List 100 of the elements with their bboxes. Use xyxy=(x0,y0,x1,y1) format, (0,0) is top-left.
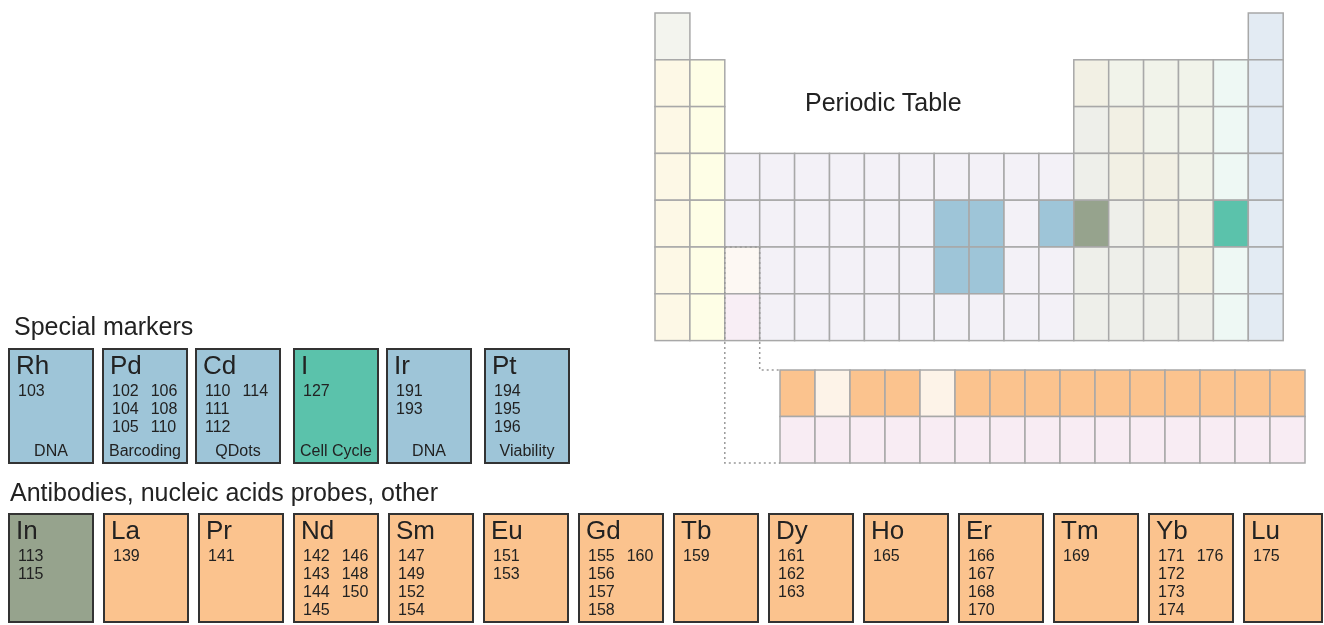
isotope-mass: 142 xyxy=(303,547,330,565)
isotope-mass: 139 xyxy=(113,547,140,565)
isotope-mass: 143 xyxy=(303,565,330,583)
application-label: Viability xyxy=(498,442,556,460)
application-label: QDots xyxy=(214,442,262,460)
element-tile xyxy=(8,348,94,464)
element-symbol: Sm xyxy=(396,515,435,545)
isotope-mass: 196 xyxy=(494,418,521,436)
element-tile xyxy=(195,348,281,464)
isotope-mass: 167 xyxy=(968,565,995,583)
element-symbol: Pd xyxy=(110,350,142,380)
section-heading: Antibodies, nucleic acids probes, other xyxy=(10,478,439,507)
isotope-mass: 176 xyxy=(1196,547,1224,565)
element-symbol: Tb xyxy=(681,515,712,545)
isotope-mass: 170 xyxy=(968,601,995,619)
element-tile xyxy=(578,513,664,623)
isotope-mass: 145 xyxy=(303,601,330,619)
isotope-mass: 171 xyxy=(1158,547,1185,565)
isotope-mass: 166 xyxy=(968,547,995,565)
isotope-mass: 172 xyxy=(1158,565,1185,583)
isotope-mass: 105 xyxy=(112,418,139,436)
isotope-mass: 150 xyxy=(341,583,369,601)
isotope-mass: 165 xyxy=(873,547,900,565)
isotope-mass: 191 xyxy=(396,382,423,400)
element-symbol: Er xyxy=(966,515,992,545)
isotope-mass: 153 xyxy=(493,565,520,583)
element-tile xyxy=(483,513,569,623)
isotope-mass: 174 xyxy=(1158,601,1185,619)
isotope-mass: 114 xyxy=(242,382,269,400)
element-tile xyxy=(293,348,379,464)
isotope-mass: 168 xyxy=(968,583,995,601)
isotope-mass: 110 xyxy=(205,382,231,400)
isotope-mass: 194 xyxy=(494,382,521,400)
table-title: Periodic Table xyxy=(805,88,962,117)
isotope-mass: 161 xyxy=(778,547,805,565)
isotope-mass: 155 xyxy=(588,547,615,565)
isotope-mass: 112 xyxy=(205,418,231,436)
isotope-mass: 149 xyxy=(398,565,425,583)
element-tile xyxy=(863,513,949,623)
isotope-mass: 151 xyxy=(493,547,520,565)
element-tile xyxy=(673,513,759,623)
isotope-mass: 175 xyxy=(1253,547,1280,565)
element-symbol: Rh xyxy=(16,350,50,380)
element-symbol: Pr xyxy=(206,515,232,545)
isotope-mass: 146 xyxy=(341,547,369,565)
isotope-mass: 163 xyxy=(778,583,805,601)
isotope-mass: 158 xyxy=(588,601,615,619)
isotope-mass: 156 xyxy=(588,565,615,583)
isotope-mass: 106 xyxy=(150,382,178,400)
element-symbol: Yb xyxy=(1156,515,1188,545)
isotope-mass: 159 xyxy=(683,547,710,565)
element-tile xyxy=(1148,513,1234,623)
application-label: DNA xyxy=(411,442,447,460)
isotope-mass: 173 xyxy=(1158,583,1185,601)
element-symbol: La xyxy=(111,515,140,545)
element-symbol: In xyxy=(16,515,38,545)
isotope-mass: 102 xyxy=(112,382,139,400)
isotope-mass: 162 xyxy=(778,565,805,583)
isotope-mass: 115 xyxy=(18,565,44,583)
element-symbol: Pt xyxy=(492,350,517,380)
element-tile xyxy=(958,513,1044,623)
isotope-mass: 160 xyxy=(626,547,654,565)
element-symbol: I xyxy=(301,350,309,380)
element-tile xyxy=(198,513,284,623)
application-label: Barcoding xyxy=(107,442,182,460)
isotope-mass: 157 xyxy=(588,583,615,601)
section-heading: Special markers xyxy=(14,312,194,341)
isotope-mass: 154 xyxy=(398,601,425,619)
element-tile xyxy=(386,348,472,464)
element-symbol: Gd xyxy=(586,515,621,545)
isotope-mass: 104 xyxy=(112,400,139,418)
element-symbol: Lu xyxy=(1251,515,1280,545)
isotope-mass: 152 xyxy=(398,583,425,601)
isotope-mass: 148 xyxy=(341,565,369,583)
element-symbol: Dy xyxy=(776,515,808,545)
element-tile xyxy=(768,513,854,623)
application-label: DNA xyxy=(33,442,69,460)
isotope-mass: 195 xyxy=(494,400,521,418)
element-tile xyxy=(1243,513,1323,623)
element-tile xyxy=(388,513,474,623)
isotope-mass: 127 xyxy=(303,382,330,400)
isotope-mass: 147 xyxy=(398,547,425,565)
element-tile xyxy=(1053,513,1139,623)
element-symbol: Nd xyxy=(301,515,335,545)
application-label: Cell Cycle xyxy=(299,442,373,460)
element-symbol: Eu xyxy=(491,515,523,545)
isotope-mass: 144 xyxy=(303,583,330,601)
isotope-mass: 111 xyxy=(205,400,231,418)
element-tile xyxy=(103,513,189,623)
element-tile xyxy=(102,348,188,464)
isotope-mass: 110 xyxy=(150,418,178,436)
element-tile xyxy=(8,513,94,623)
element-symbol: Tm xyxy=(1061,515,1099,545)
element-symbol: Cd xyxy=(203,350,237,380)
isotope-mass: 141 xyxy=(208,547,235,565)
isotope-mass: 193 xyxy=(396,400,423,418)
element-tile xyxy=(293,513,379,623)
isotope-mass: 169 xyxy=(1063,547,1090,565)
isotope-mass: 108 xyxy=(150,400,178,418)
element-tile xyxy=(484,348,570,464)
